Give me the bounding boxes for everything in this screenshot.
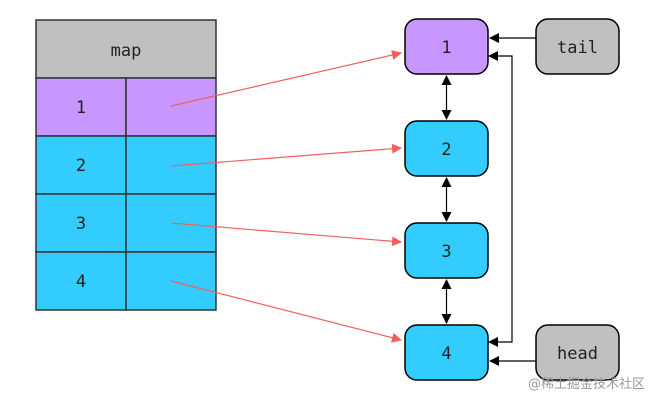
map-link-2 [170, 143, 402, 167]
map-title: map [111, 41, 142, 61]
map-row-1-value-cell [125, 77, 217, 137]
map-row-3-key-cell [35, 193, 127, 253]
map-link-3 [170, 222, 402, 247]
map-row-2-key: 2 [76, 156, 86, 176]
map-row-4: 4 [35, 251, 217, 311]
map-row-1-key: 1 [76, 98, 86, 118]
linked-list: 1 2 3 4 [404, 18, 513, 381]
map-row-2: 2 [35, 135, 217, 195]
list-node-4: 4 [404, 324, 489, 381]
map-row-3-key: 3 [76, 214, 86, 234]
map-row-3: 3 [35, 193, 217, 253]
list-node-1-label: 1 [441, 38, 451, 58]
tail-pointer: tail [489, 18, 620, 75]
head-pointer: head [489, 324, 620, 381]
map-row-2-value-cell [125, 135, 217, 195]
list-node-3-label: 3 [441, 242, 451, 262]
circular-link [488, 51, 513, 347]
list-node-1: 1 [404, 18, 489, 75]
list-node-2: 2 [404, 120, 489, 177]
map-row-1: 1 [35, 77, 217, 137]
list-node-3: 3 [404, 222, 489, 279]
map-row-4-key: 4 [76, 272, 86, 292]
list-node-2-label: 2 [441, 140, 451, 160]
head-label: head [557, 344, 598, 364]
watermark: @稀土掘金技术社区 [528, 376, 645, 392]
tail-label: tail [557, 38, 598, 58]
list-node-4-label: 4 [441, 344, 451, 364]
map-row-2-key-cell [35, 135, 127, 195]
map-header [35, 19, 217, 79]
map-link-1 [170, 50, 402, 107]
map-links [170, 50, 402, 343]
map-link-4 [170, 280, 402, 343]
